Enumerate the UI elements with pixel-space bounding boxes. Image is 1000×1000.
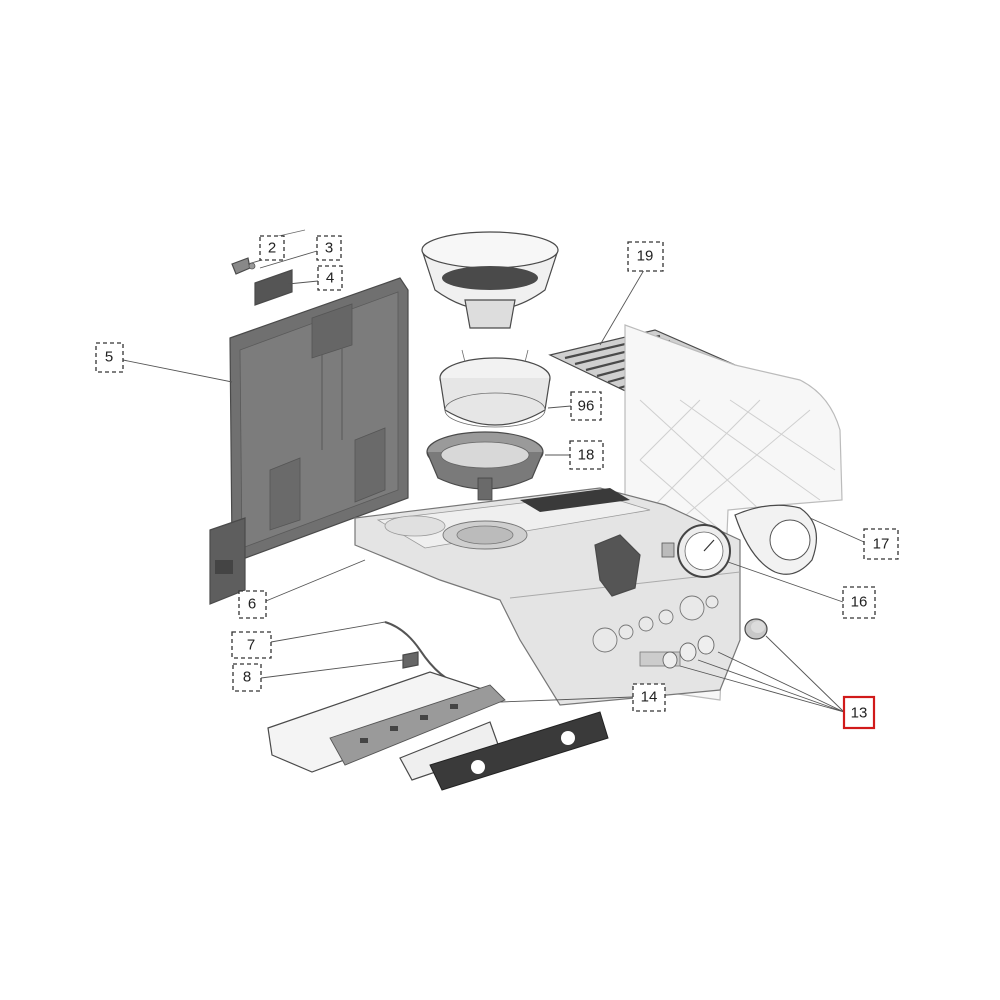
gauge-bezel-part <box>734 504 818 575</box>
small-clips-parts <box>231 229 306 306</box>
svg-text:14: 14 <box>641 689 658 706</box>
callout-13[interactable]: 13 <box>842 695 876 730</box>
callout-6[interactable]: 6 <box>238 590 267 619</box>
svg-text:7: 7 <box>247 637 255 654</box>
knob-cap-part <box>744 618 768 640</box>
callout-2[interactable]: 2 <box>259 235 285 261</box>
svg-text:16: 16 <box>851 594 868 611</box>
svg-text:6: 6 <box>248 596 256 613</box>
callout-4[interactable]: 4 <box>317 265 343 291</box>
callout-17[interactable]: 17 <box>863 528 899 560</box>
svg-text:19: 19 <box>637 248 654 265</box>
svg-text:17: 17 <box>873 536 890 553</box>
pressure-gauge-part <box>661 524 731 578</box>
svg-text:8: 8 <box>243 669 251 686</box>
callout-18[interactable]: 18 <box>569 440 604 470</box>
svg-text:4: 4 <box>326 270 334 287</box>
callout-8[interactable]: 8 <box>232 663 262 692</box>
svg-text:13: 13 <box>851 705 868 722</box>
callout-5[interactable]: 5 <box>95 342 124 373</box>
hopper-collar-part <box>439 349 551 428</box>
svg-text:5: 5 <box>105 349 113 366</box>
grinder-ring-part <box>426 431 544 501</box>
leader-lines <box>122 250 865 713</box>
back-panel-part <box>209 277 409 605</box>
svg-text:96: 96 <box>578 398 595 415</box>
callout-16[interactable]: 16 <box>842 586 876 619</box>
svg-text:2: 2 <box>268 240 276 257</box>
bean-hopper-part <box>421 231 559 329</box>
callout-14[interactable]: 14 <box>632 683 666 712</box>
callout-7[interactable]: 7 <box>231 631 272 659</box>
callout-96[interactable]: 96 <box>570 391 602 421</box>
svg-text:18: 18 <box>578 447 595 464</box>
callout-19[interactable]: 19 <box>627 241 664 272</box>
svg-text:3: 3 <box>325 240 333 257</box>
control-board-part <box>267 671 609 791</box>
callout-3[interactable]: 3 <box>316 235 342 261</box>
main-body-part <box>354 487 741 706</box>
